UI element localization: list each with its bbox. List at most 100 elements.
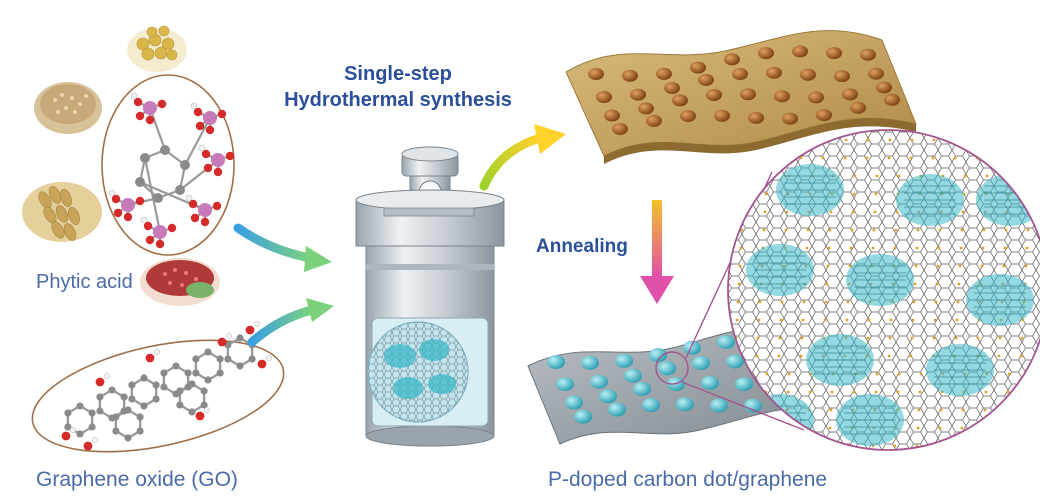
dopant-atom [852,192,856,196]
carbon-atom [224,355,232,363]
dopant-atom [983,408,987,412]
dopant-atom [1026,228,1030,232]
hydrogen-atom [203,406,211,414]
dopant-atom [910,336,914,340]
carbon-dot [816,109,832,122]
dopant-atom [852,390,856,394]
dopant-atom [823,318,827,322]
dopant-atom [984,390,988,394]
arrow-phytic-to-reactor [233,223,332,272]
carbon-dot [556,377,574,392]
carbon-dot [808,91,824,104]
dopant-atom [853,174,857,178]
dopant-atom [958,264,962,268]
carbon-dot [608,402,626,417]
carbon-dot [656,67,672,80]
dopant-atom [799,354,803,358]
hydrogen-atom [108,189,116,197]
dopant-atom [888,138,892,142]
phosphorus-atom [143,101,157,115]
carbon-dot [876,81,892,94]
dopant-atom [919,372,923,376]
carbon-dot [774,90,790,103]
dopant-atom [998,336,1002,340]
dopant-atom [827,444,831,448]
dopant-atom [830,390,834,394]
dopant-atom [739,444,743,448]
dopant-atom [1028,390,1032,394]
oxygen-atom [95,377,105,387]
phosphorus-atom [121,198,135,212]
carbon-atom [124,406,132,414]
carbon-dot [646,114,662,127]
dopant-atom [738,264,742,268]
dopant-atom [850,228,854,232]
carbon-dot [926,344,994,396]
dopant-atom [736,300,740,304]
carbon-atom [160,383,168,391]
carbon-dot [574,409,592,424]
dopant-atom [1004,426,1008,430]
oxygen-atom [135,196,145,206]
carbon-dot [726,354,744,369]
carbon-dot [547,355,565,369]
dopant-atom [780,300,784,304]
carbon-dot [842,88,858,101]
dopant-atom [955,318,959,322]
carbon-atom [140,374,148,382]
carbon-atom [184,369,192,377]
carbon-atom [160,369,168,377]
dopant-atom [739,246,743,250]
dopant-atom [778,336,782,340]
hydrogen-atom [190,102,198,110]
carbon-dot [599,389,617,404]
dopant-atom [939,408,943,412]
carbon-atom [96,393,104,401]
hydrogen-atom [253,320,261,328]
hydrogen-atom [153,348,161,356]
carbon-dot [776,164,844,216]
dopant-atom [872,228,876,232]
carbon-atom [188,380,196,388]
carbon-atom [192,369,200,377]
dopant-atom [1007,372,1011,376]
dopant-atom [962,192,966,196]
dopant-atom [893,444,897,448]
dopant-atom [887,156,891,160]
dopant-atom [954,138,958,142]
carbon-dot [701,375,719,390]
dopant-atom [933,318,937,322]
dopant-atom [961,210,965,214]
dopant-atom [735,318,739,322]
dopant-atom [874,192,878,196]
carbon-dot [630,88,646,101]
carbon-dot [714,109,730,122]
carbon-dot [633,381,651,396]
dopant-atom [1029,174,1033,178]
dopant-atom [1003,444,1007,448]
oxygen-atom [193,107,203,117]
oxygen-atom [245,325,255,335]
hydrogen-atom [198,144,206,152]
carbon-atom [204,348,212,356]
oxygen-atom [157,99,167,109]
oxygen-atom [217,337,227,347]
dopant-atom [917,408,921,412]
dopant-atom [799,156,803,160]
dopant-atom [960,426,964,430]
carbon-atom [176,401,184,409]
dopant-atom [1020,336,1024,340]
dopant-atom [981,444,985,448]
hydrogen-atom [265,354,273,362]
oxygen-atom [83,441,93,451]
carbon-atom [172,362,180,370]
carbon-atom [140,153,150,163]
carbon-atom [136,427,144,435]
dopant-atom [826,264,830,268]
carbon-dot [740,88,756,101]
dopant-atom [937,246,941,250]
autoclave-reactor [355,146,505,447]
carbon-atom [152,395,160,403]
phosphorus-atom [198,203,212,217]
